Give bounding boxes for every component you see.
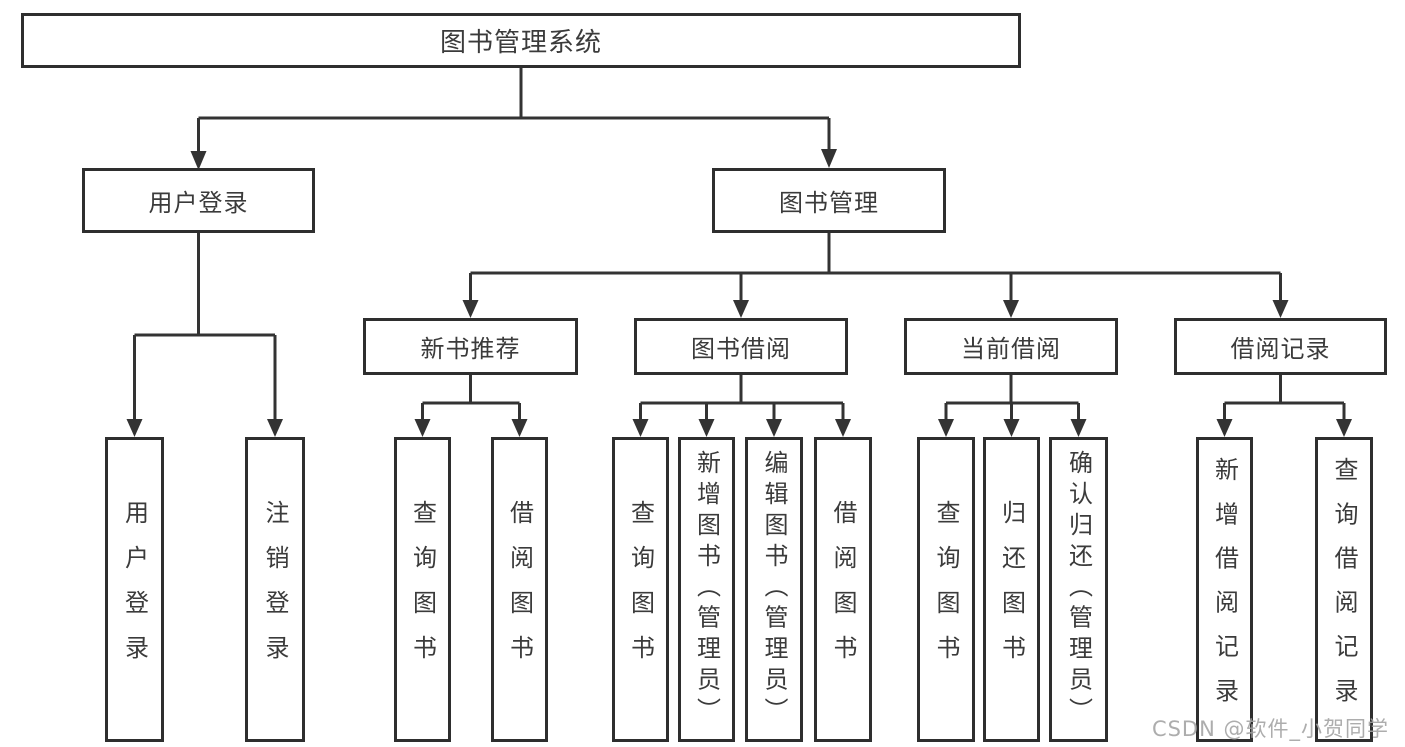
leaf-query-borrow-record: 查询借阅记录	[1315, 437, 1373, 742]
leaf-confirm-return-admin-label: 确认归还（管理员）	[1064, 450, 1093, 729]
leaf-borrow-books-1-label: 借阅图书	[505, 499, 534, 680]
leaf-add-books-admin-label: 新增图书（管理员）	[692, 450, 721, 729]
leaf-user-login-label: 用户登录	[120, 499, 149, 680]
connector-lines	[133, 68, 1346, 421]
leaf-borrow-books-2-label: 借阅图书	[829, 499, 857, 680]
node-new-book-recommend: 新书推荐	[363, 318, 578, 375]
leaf-confirm-return-admin: 确认归还（管理员）	[1049, 437, 1108, 742]
node-user-login: 用户登录	[82, 168, 315, 233]
leaf-edit-books-admin-label: 编辑图书（管理员）	[760, 450, 788, 729]
node-user-login-label: 用户登录	[148, 189, 249, 217]
node-root-label: 图书管理系统	[439, 28, 602, 58]
leaf-logout-label: 注销登录	[261, 499, 289, 680]
node-book-management-label: 图书管理	[779, 189, 879, 217]
leaf-borrow-books-1: 借阅图书	[491, 437, 548, 742]
leaf-query-books-3-label: 查询图书	[932, 499, 960, 680]
node-current-borrowing-label: 当前借阅	[961, 335, 1061, 363]
leaf-query-books-2: 查询图书	[612, 437, 669, 742]
node-book-management: 图书管理	[712, 168, 946, 233]
node-new-book-recommend-label: 新书推荐	[420, 335, 521, 363]
node-current-borrowing: 当前借阅	[904, 318, 1118, 375]
leaf-user-login: 用户登录	[105, 437, 164, 742]
leaf-borrow-books-2: 借阅图书	[814, 437, 872, 742]
leaf-query-books-1: 查询图书	[394, 437, 451, 742]
arrowhead-icons	[126, 149, 1352, 437]
node-book-borrowing-label: 图书借阅	[691, 335, 791, 363]
leaf-edit-books-admin: 编辑图书（管理员）	[745, 437, 803, 742]
leaf-add-borrow-record: 新增借阅记录	[1196, 437, 1253, 742]
leaf-logout: 注销登录	[245, 437, 305, 742]
leaf-return-books-label: 归还图书	[997, 499, 1026, 680]
node-root-system: 图书管理系统	[21, 13, 1021, 68]
csdn-watermark: CSDN @软件_小贺同学	[1151, 717, 1389, 741]
node-borrowing-records-label: 借阅记录	[1230, 335, 1331, 363]
leaf-query-books-1-label: 查询图书	[408, 499, 437, 680]
leaf-query-borrow-record-label: 查询借阅记录	[1330, 457, 1358, 722]
node-book-borrowing: 图书借阅	[634, 318, 848, 375]
node-borrowing-records: 借阅记录	[1174, 318, 1387, 375]
leaf-add-borrow-record-label: 新增借阅记录	[1210, 457, 1239, 722]
leaf-add-books-admin: 新增图书（管理员）	[678, 437, 735, 742]
leaf-query-books-2-label: 查询图书	[626, 499, 655, 680]
leaf-return-books: 归还图书	[983, 437, 1040, 742]
leaf-query-books-3: 查询图书	[917, 437, 975, 742]
